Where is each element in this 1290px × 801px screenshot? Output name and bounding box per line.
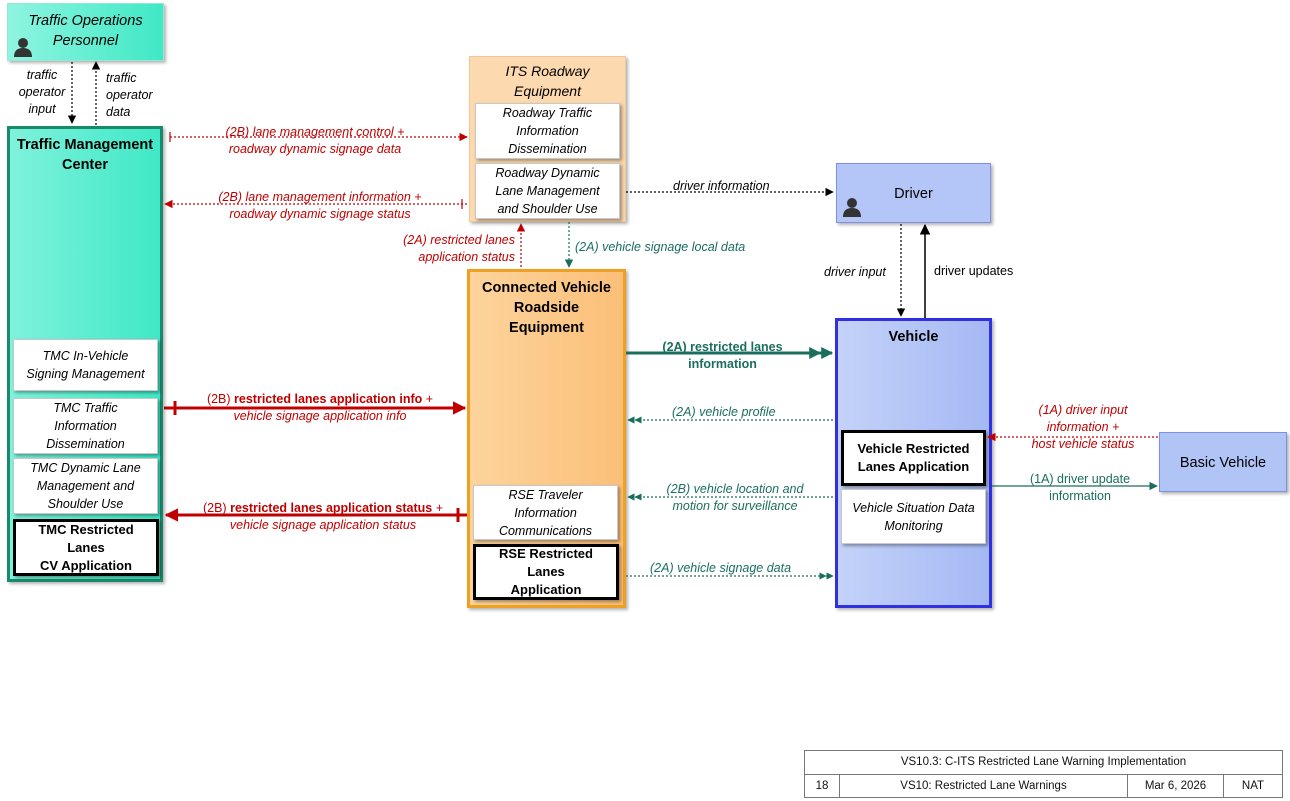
tmc-sub-signing[interactable]: TMC In-Vehicle Signing Management [13, 339, 158, 391]
driver-title: Driver [894, 186, 933, 202]
label-f8: (2A) restricted lanes information [662, 340, 783, 371]
label-f11: (1A) driver input information + host veh… [1031, 403, 1135, 451]
driver-node[interactable]: Driver [836, 163, 991, 223]
footer-name: VS10: Restricted Lane Warnings [900, 780, 1067, 792]
footer-date: Mar 6, 2026 [1144, 780, 1207, 792]
its-sub-dynamic-lane[interactable]: Roadway Dynamic Lane Management and Shou… [475, 163, 620, 219]
label-f4: (2A) restricted lanes application status [403, 233, 515, 264]
label-f15: (2A) vehicle signage data [650, 561, 792, 575]
person-icon [843, 198, 861, 217]
traffic-ops-node[interactable]: Traffic Operations Personnel [7, 3, 164, 61]
tmc-sub-dynamic-lane[interactable]: TMC Dynamic Lane Management and Shoulder… [13, 458, 158, 514]
footer-page: 18 [815, 780, 829, 792]
label-f12: (1A) driver update information [1029, 472, 1131, 503]
label-f9-prefix: (2B) [206, 392, 235, 406]
its-sub-traffic-info[interactable]: Roadway Traffic Information Disseminatio… [475, 103, 620, 159]
label-f6: driver input [824, 265, 886, 279]
tmc-sub-traffic-info[interactable]: TMC Traffic Information Dissemination [13, 398, 158, 454]
footer-title: VS10.3: C-ITS Restricted Lane Warning Im… [900, 756, 1187, 768]
label-f9: (2B) restricted lanes application info +… [180, 391, 460, 425]
label-f14-bold: restricted lanes application status [230, 501, 433, 515]
traffic-ops-title: Traffic Operations Personnel [28, 13, 143, 49]
label-f10: (2A) vehicle profile [672, 405, 776, 419]
tmc-sub-restricted-lanes[interactable]: TMC Restricted Lanes CV Application [13, 519, 159, 576]
veh-sub-restricted-lanes[interactable]: Vehicle Restricted Lanes Application [841, 430, 986, 486]
veh-sub-situation-data[interactable]: Vehicle Situation Data Monitoring [841, 489, 986, 544]
vehicle-title: Vehicle [888, 329, 939, 345]
rse-title: Connected Vehicle Roadside Equipment [482, 280, 611, 336]
label-f13: (2B) vehicle location and motion for sur… [666, 482, 804, 513]
label-ops-data: traffic operator data [106, 71, 153, 119]
label-f14-prefix: (2B) [202, 501, 231, 515]
basic-vehicle-node[interactable]: Basic Vehicle [1159, 432, 1287, 492]
label-f14: (2B) restricted lanes application status… [178, 500, 468, 534]
label-f14-line2: vehicle signage application status [229, 518, 417, 532]
rse-sub-restricted-lanes[interactable]: RSE Restricted Lanes Application [473, 544, 619, 600]
label-f14-suffix: + [432, 501, 444, 515]
title-block: VS10.3: C-ITS Restricted Lane Warning Im… [804, 750, 1283, 798]
basic-vehicle-title: Basic Vehicle [1179, 455, 1267, 471]
person-icon [14, 38, 32, 57]
label-f3: driver information [673, 179, 770, 193]
label-f7: driver updates [934, 264, 1014, 278]
label-f5: (2A) vehicle signage local data [575, 240, 746, 254]
label-f9-bold: restricted lanes application info [234, 392, 423, 406]
label-f1: (2B) lane management control + roadway d… [225, 125, 405, 156]
label-f2: (2B) lane management information + roadw… [218, 190, 422, 221]
label-ops-input: traffic operator input [18, 68, 66, 116]
footer-org: NAT [1241, 780, 1265, 792]
rse-sub-traveler-info[interactable]: RSE Traveler Information Communications [473, 485, 618, 540]
label-f9-line2: vehicle signage application info [233, 409, 407, 423]
its-roadway-title: ITS Roadway Equipment [505, 63, 590, 99]
tmc-title: Traffic Management Center [16, 137, 154, 173]
label-f9-suffix: + [422, 392, 434, 406]
